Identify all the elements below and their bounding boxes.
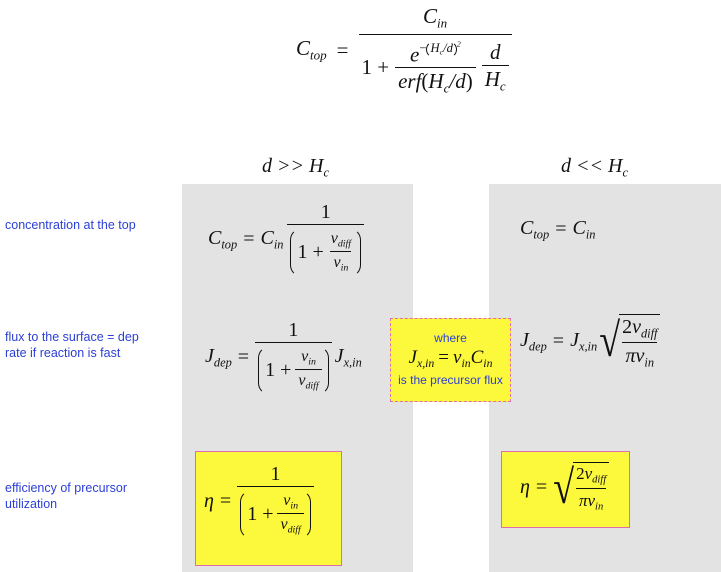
- left-column-header: d >> Hc: [262, 155, 329, 180]
- right-column-header: d << Hc: [561, 155, 628, 180]
- precursor-flux-note: where Jx,in=vinCin is the precursor flux: [390, 318, 511, 402]
- row-label-concentration: concentration at the top: [5, 218, 136, 232]
- where-label: where: [434, 331, 467, 345]
- precursor-flux-caption: is the precursor flux: [398, 373, 503, 388]
- row-label-flux: flux to the surface = dep rate if reacti…: [5, 330, 139, 360]
- precursor-flux-equation: Jx,in=vinCin: [408, 347, 493, 371]
- row-label-efficiency: efficiency of precursor utilization: [5, 481, 128, 511]
- concentration-right-equation: Ctop = Cin: [520, 217, 596, 242]
